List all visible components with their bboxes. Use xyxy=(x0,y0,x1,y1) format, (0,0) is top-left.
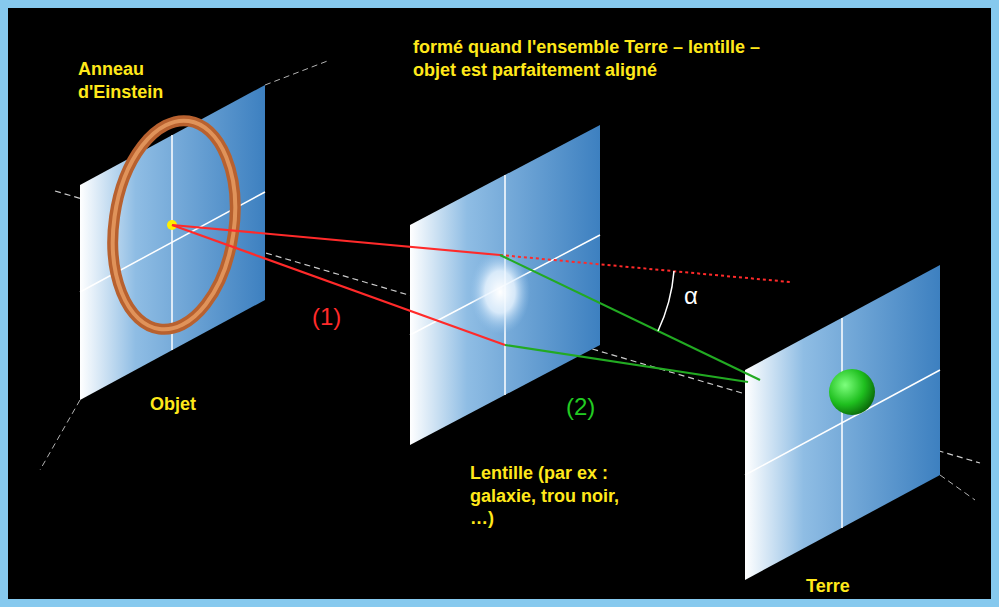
plane xyxy=(745,265,940,580)
perspective-line xyxy=(40,400,80,470)
earth-label: Terre xyxy=(806,575,896,598)
plane xyxy=(80,85,265,400)
earth-globe xyxy=(829,369,875,415)
lens-label: Lentille (par ex : galaxie, trou noir, …… xyxy=(470,462,640,530)
ring-label: Anneau d'Einstein xyxy=(78,58,198,103)
callout-number: (2) xyxy=(566,392,616,422)
perspective-line xyxy=(940,475,975,500)
perspective-line xyxy=(265,60,330,85)
object-plane xyxy=(80,85,265,400)
light-ray-path xyxy=(172,225,505,345)
deflected-ray xyxy=(500,255,760,380)
note-text: formé quand l'ensemble Terre – lentille … xyxy=(413,36,783,81)
apparent-direction xyxy=(500,255,790,282)
background xyxy=(8,8,991,599)
angle-arc xyxy=(658,271,674,331)
plane-cross xyxy=(745,370,940,475)
earth-plane xyxy=(745,265,940,580)
callout-number: (1) xyxy=(312,302,362,332)
deflected-ray xyxy=(505,345,748,382)
lens-galaxy xyxy=(470,250,530,334)
light-ray-path xyxy=(172,225,500,255)
object-label: Objet xyxy=(150,393,240,416)
angle-symbol: α xyxy=(684,281,714,311)
